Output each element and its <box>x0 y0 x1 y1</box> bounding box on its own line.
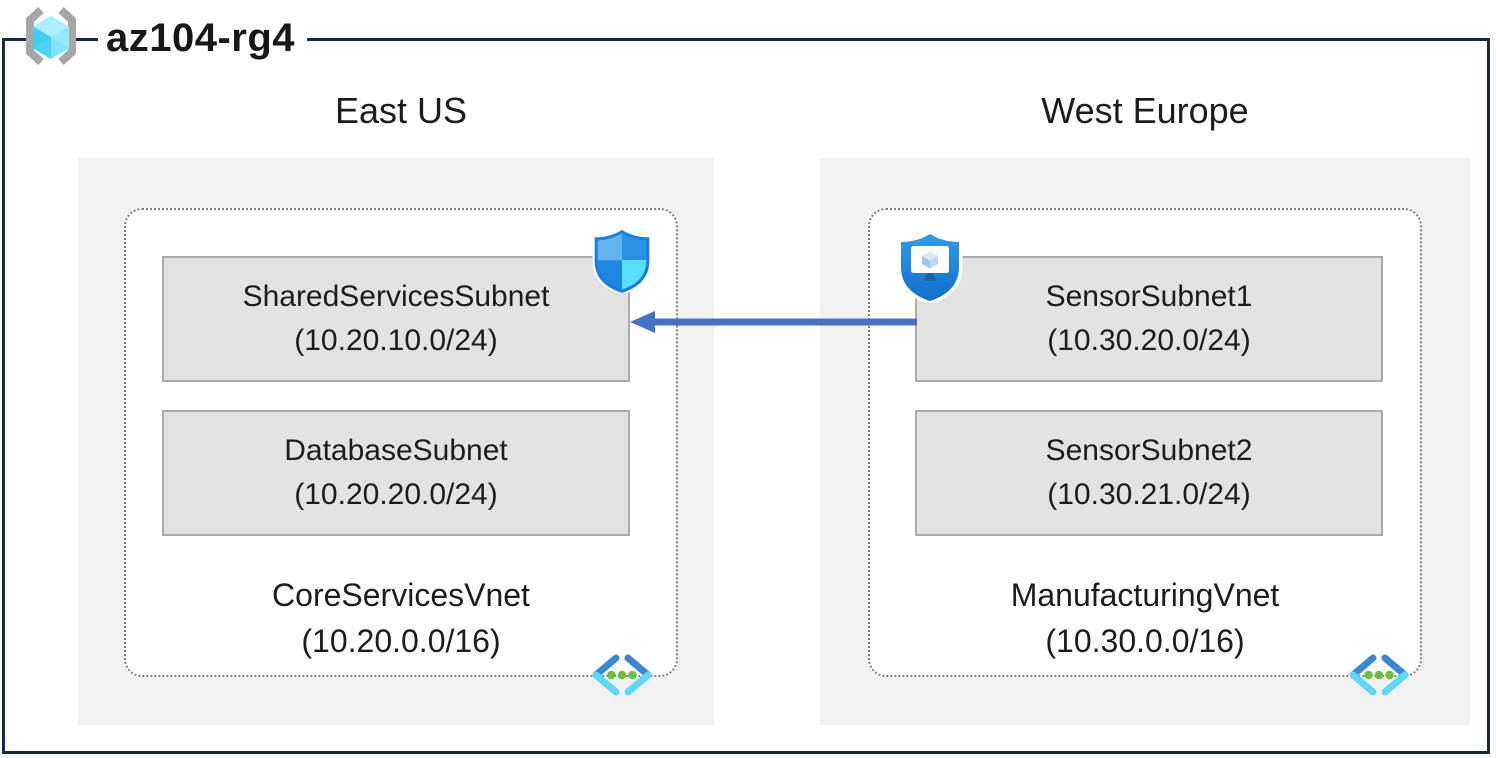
subnet-name: SharedServicesSubnet <box>242 280 550 313</box>
subnet-sharedservicessubnet: SharedServicesSubnet (10.20.10.0/24) <box>162 256 630 382</box>
vnet-name: CoreServicesVnet <box>272 577 530 613</box>
vnet-label-coreservicesvnet: CoreServicesVnet (10.20.0.0/16) <box>124 572 678 664</box>
subnet-sensorsubnet2: SensorSubnet2 (10.30.21.0/24) <box>915 410 1383 536</box>
vnet-cidr: (10.20.0.0/16) <box>301 623 501 659</box>
subnet-cidr: (10.30.20.0/24) <box>1047 324 1251 357</box>
resource-group-icon <box>26 7 76 65</box>
virtual-network-icon <box>592 654 652 696</box>
virtual-network-icon <box>1349 654 1409 696</box>
subnet-cidr: (10.30.21.0/24) <box>1047 478 1251 511</box>
vnet-label-manufacturingvnet: ManufacturingVnet (10.30.0.0/16) <box>868 572 1422 664</box>
peering-arrow <box>630 311 917 333</box>
subnet-cidr: (10.20.10.0/24) <box>294 324 498 357</box>
resource-group-frame <box>2 38 1490 754</box>
subnet-sensorsubnet1: SensorSubnet1 (10.30.20.0/24) <box>915 256 1383 382</box>
vnet-name: ManufacturingVnet <box>1010 577 1280 613</box>
subnet-name: SensorSubnet2 <box>1045 434 1253 467</box>
bastion-shield-icon <box>897 231 963 303</box>
subnet-name: SensorSubnet1 <box>1045 280 1253 313</box>
subnet-databasesubnet: DatabaseSubnet (10.20.20.0/24) <box>162 410 630 536</box>
subnet-name: DatabaseSubnet <box>284 434 508 467</box>
region-label-west-europe: West Europe <box>1041 90 1249 131</box>
vnet-cidr: (10.30.0.0/16) <box>1045 623 1245 659</box>
resource-group-title: az104-rg4 <box>98 12 308 65</box>
region-label-east-us: East US <box>334 90 468 131</box>
defender-shield-icon <box>592 229 652 293</box>
subnet-cidr: (10.20.20.0/24) <box>294 478 498 511</box>
